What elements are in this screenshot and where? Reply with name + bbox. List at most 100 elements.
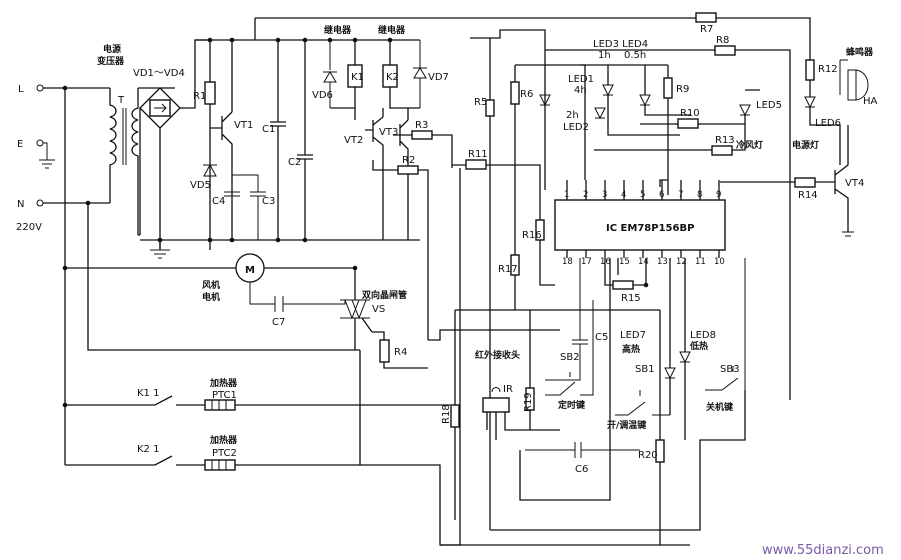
led4-time: 0.5h xyxy=(624,50,646,61)
heater1-label: 加热器 xyxy=(209,377,238,389)
c5-label: C5 xyxy=(595,332,608,343)
c6-capacitor xyxy=(525,442,640,458)
triac-label: 双向晶闸管 xyxy=(362,289,407,301)
r19-label: R19 xyxy=(523,392,534,412)
ic-label: IC EM78P156BP xyxy=(606,223,694,234)
terminal-n xyxy=(36,199,44,207)
ic-pin-number: 3 xyxy=(602,190,607,200)
r10-label: R10 xyxy=(680,108,700,119)
r4-resistor xyxy=(379,339,390,363)
ic-body xyxy=(554,199,726,251)
terminal-l-label: L xyxy=(18,84,24,95)
vd1-vd4-label: VD1～VD4 xyxy=(133,68,185,79)
r11-resistor xyxy=(465,159,487,170)
buzzer-label: 蜂鸣器 xyxy=(846,46,874,58)
r20-resistor xyxy=(655,439,665,463)
ic-pin-number: 5 xyxy=(640,190,645,200)
fan-motor-label: 风机电机 xyxy=(202,279,220,303)
r8-resistor xyxy=(714,45,736,56)
ptc1-label: PTC1 xyxy=(212,390,237,401)
ic-pin-number: 18 xyxy=(562,257,573,267)
led1 xyxy=(539,94,551,107)
buzzer-ha xyxy=(839,59,869,101)
ir-label: IR xyxy=(503,384,513,395)
k1-label: K1 xyxy=(351,72,364,83)
vt2-label: VT2 xyxy=(344,135,363,146)
low-heat-label: 低热 xyxy=(689,340,708,352)
ic-pin-number: 12 xyxy=(676,257,687,267)
sb1-key xyxy=(615,390,670,416)
k2-label: K2 xyxy=(386,72,399,83)
cold-air-led-label: 冷风灯 xyxy=(736,139,763,151)
vd6-label: VD6 xyxy=(312,90,333,101)
heater2-label: 加热器 xyxy=(209,434,238,446)
led8 xyxy=(679,351,691,364)
r16-resistor xyxy=(535,219,545,241)
sb2-label: SB2 xyxy=(560,352,580,363)
r2-label: R2 xyxy=(402,155,415,166)
c2-label: C2 xyxy=(288,157,301,168)
k2-1-label: K2 1 xyxy=(137,444,159,455)
k2-1-contact xyxy=(65,455,205,466)
vt3-transistor xyxy=(393,119,409,240)
r2-resistor xyxy=(397,165,419,175)
r14-label: R14 xyxy=(798,190,818,201)
r10-resistor xyxy=(677,118,699,129)
vt1-transistor xyxy=(210,111,233,240)
c4-label: C4 xyxy=(212,196,225,207)
control-wiring: R7 R5 R6 LED1 4h LED3 LED4 1h 0.5h 2h LE… xyxy=(254,12,878,546)
c3-label: C3 xyxy=(262,196,275,207)
r11-label: R11 xyxy=(468,149,488,160)
vd5-zener xyxy=(203,163,217,177)
c2-capacitor xyxy=(297,40,313,240)
ic-pin-number: 10 xyxy=(714,257,725,267)
led6 xyxy=(804,96,816,109)
vt1-label: VT1 xyxy=(234,120,253,131)
sb3-key xyxy=(705,258,746,391)
ic-pin-number: 1 xyxy=(564,190,569,200)
c7-label: C7 xyxy=(272,317,285,328)
r19-resistor xyxy=(525,387,535,411)
earth-symbol xyxy=(39,142,55,169)
c1-label: C1 xyxy=(262,124,275,135)
led8-label: LED8 xyxy=(690,330,716,341)
led6-label: LED6 xyxy=(815,118,841,129)
r4-label: R4 xyxy=(394,347,407,358)
terminal-l xyxy=(36,84,44,92)
r9-label: R9 xyxy=(676,84,689,95)
r5-resistor xyxy=(485,99,495,117)
ir-receiver xyxy=(482,397,510,413)
terminal-n-label: N xyxy=(17,199,24,210)
motor-m-label: M xyxy=(245,265,255,276)
ic-pin-number: 4 xyxy=(621,190,626,200)
off-key-label: 关机键 xyxy=(706,401,734,413)
ic-pin-number: 9 xyxy=(716,190,721,200)
power-transformer: T 电源变压器 xyxy=(97,43,139,235)
relay1-title: 继电器 xyxy=(324,24,352,36)
timer-key-label: 定时键 xyxy=(557,399,586,411)
ic-pin-number: 7 xyxy=(678,190,683,200)
vd5-label: VD5 xyxy=(190,180,211,191)
ic-pin-number: 14 xyxy=(638,257,649,267)
ha-label: HA xyxy=(863,96,878,107)
vt4-label: VT4 xyxy=(845,178,864,189)
r13-resistor xyxy=(711,145,733,156)
high-heat-label: 高热 xyxy=(622,343,640,355)
led3-led4-label: LED3 LED4 xyxy=(593,39,648,50)
transformer-t-label: T xyxy=(117,95,125,106)
led2 xyxy=(594,107,606,120)
r14-resistor xyxy=(794,177,816,188)
mains-input: L E N 220V xyxy=(16,84,360,465)
relay2-title: 继电器 xyxy=(378,24,406,36)
led1-label: LED1 xyxy=(568,74,594,85)
ic-pin-number: 17 xyxy=(581,257,592,267)
mains-voltage-label: 220V xyxy=(16,222,42,233)
k1-1-label: K1 1 xyxy=(137,388,159,399)
led5 xyxy=(739,104,751,117)
led5-label: LED5 xyxy=(756,100,782,111)
r15-resistor xyxy=(612,280,634,290)
